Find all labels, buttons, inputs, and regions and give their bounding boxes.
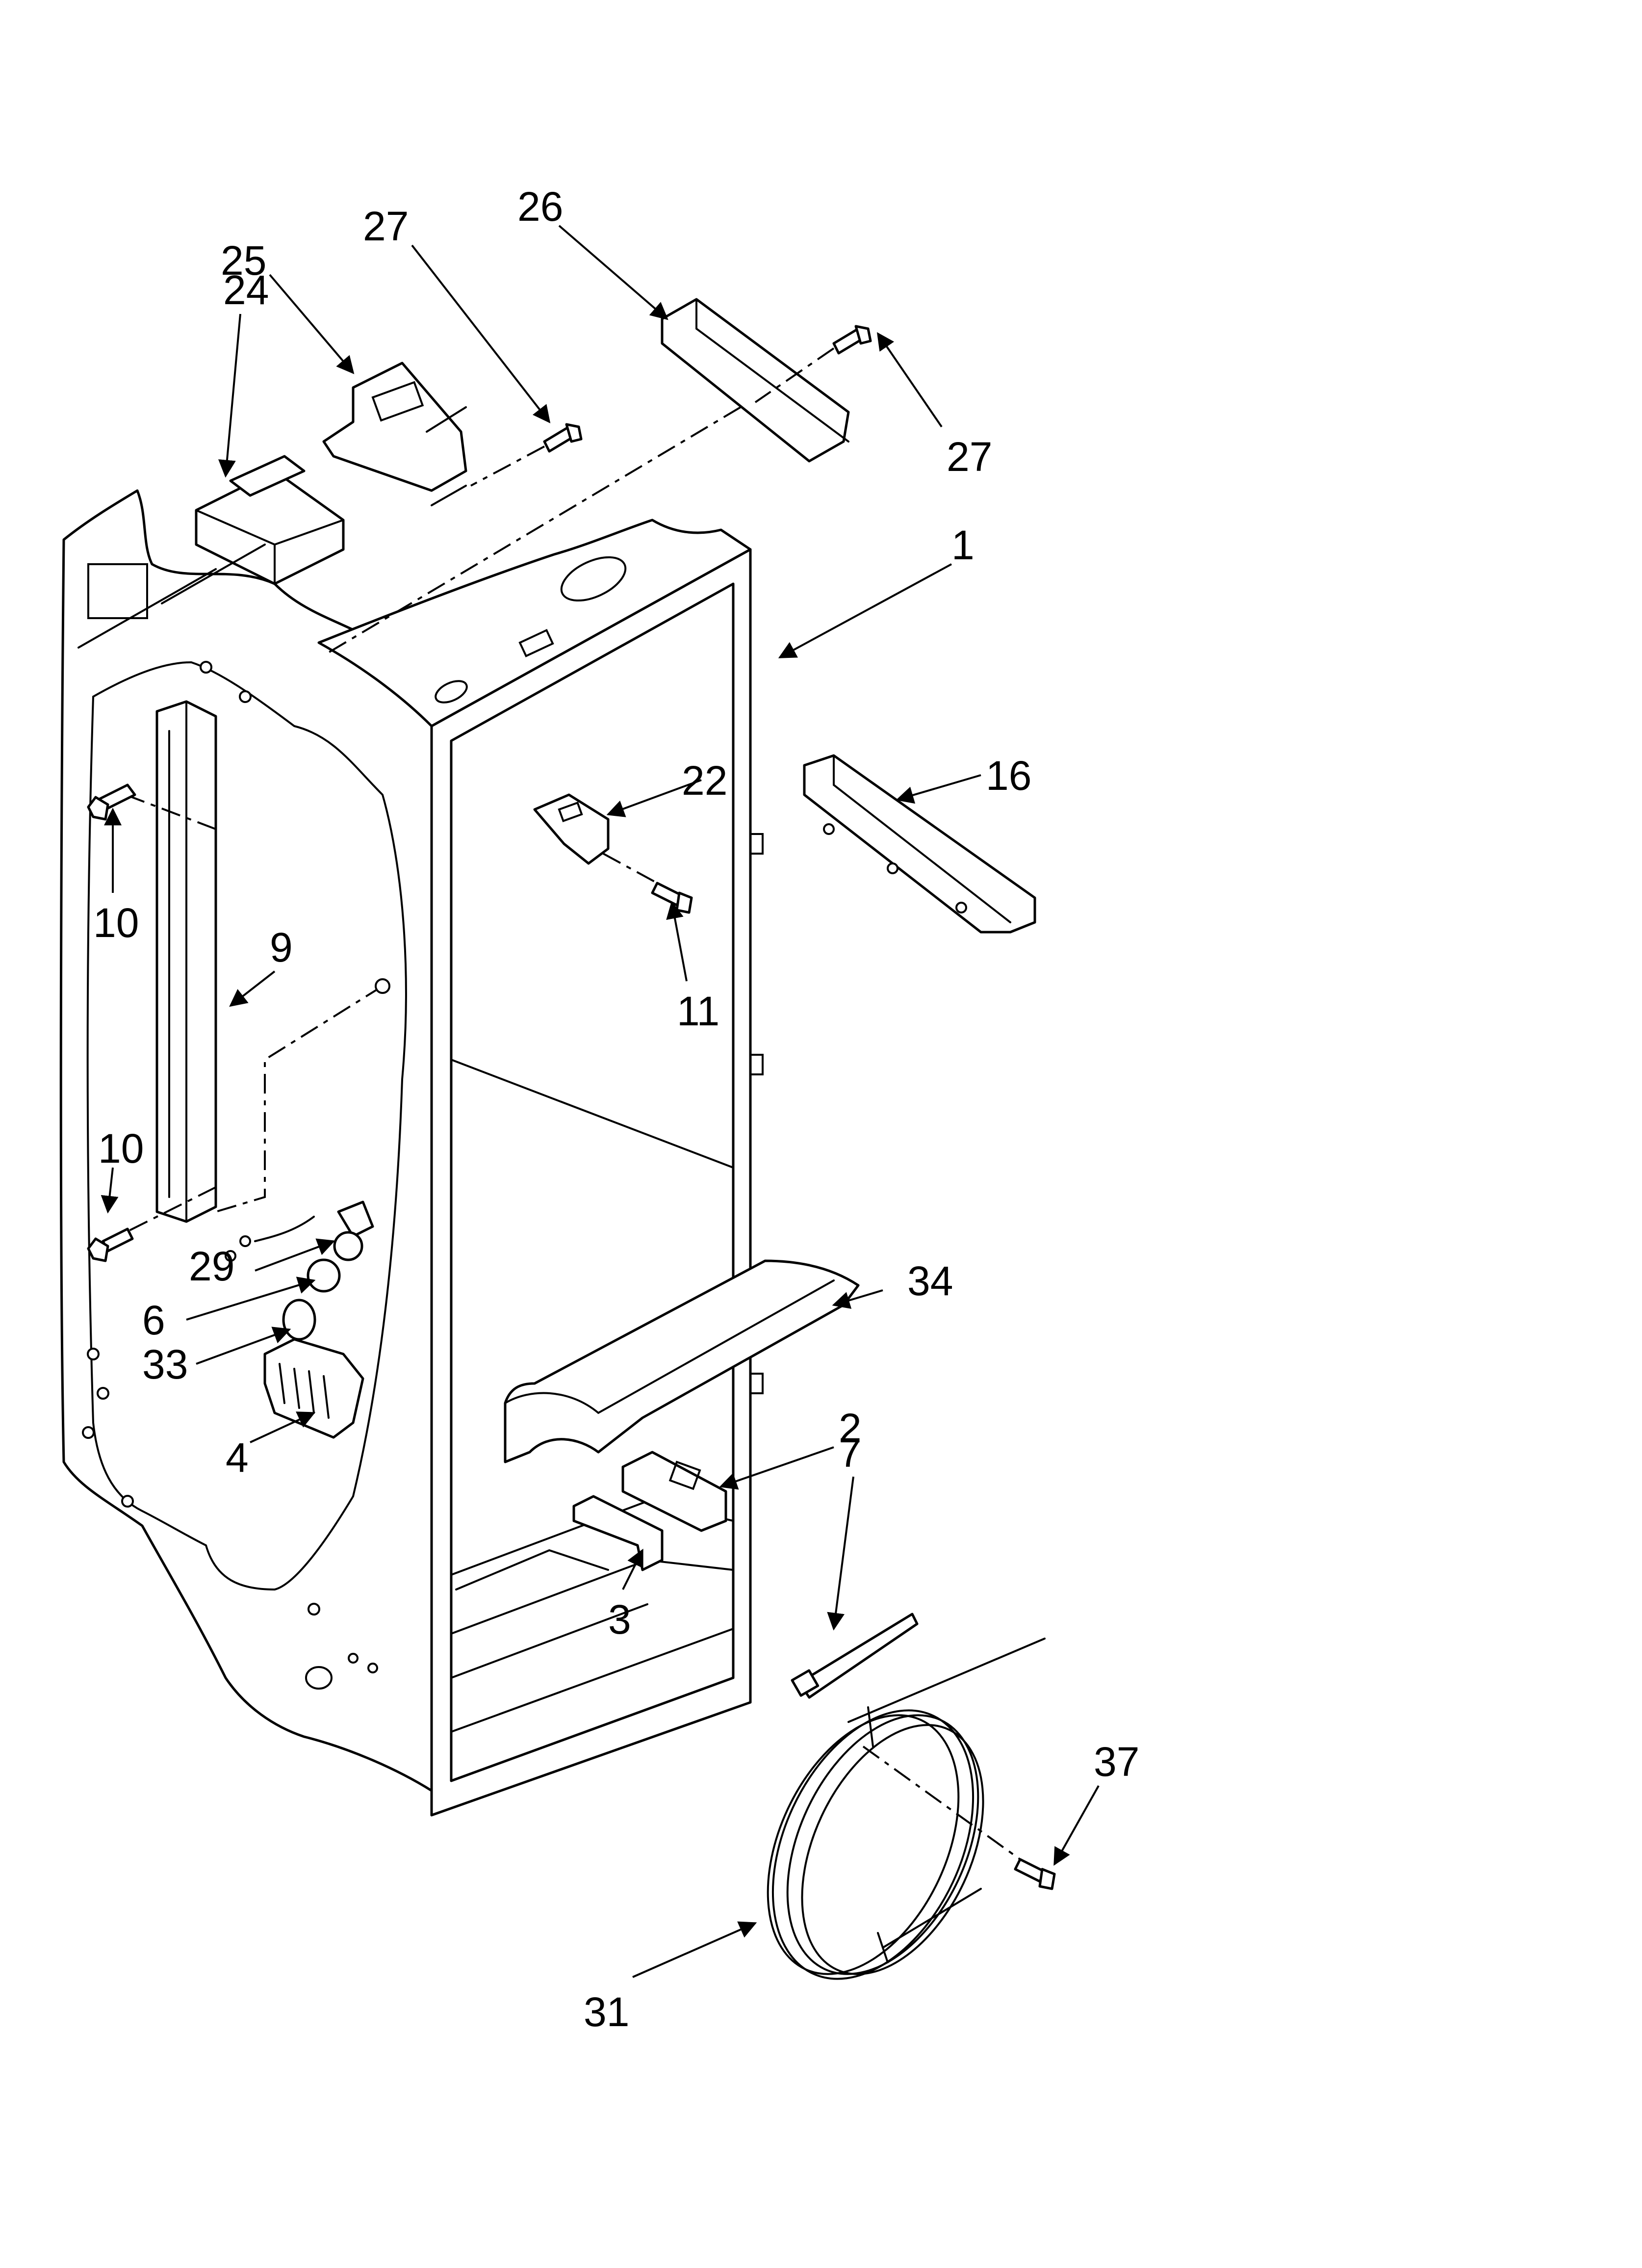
screw-27-right [832,325,872,355]
screw-27-left [470,423,583,487]
cable-tie [791,1613,919,1699]
callout-1: 1 [951,522,975,568]
callout-27-right: 27 [947,434,992,480]
callout-7: 7 [839,1430,862,1476]
callout-27-left: 27 [363,203,409,249]
callout-labels: 1 2 3 4 6 7 9 10 10 11 16 22 24 25 26 27… [93,183,1139,2035]
callout-29: 29 [189,1243,234,1289]
screw-10-upper [87,783,136,821]
light-shield [263,1338,364,1439]
callout-34: 34 [907,1258,953,1304]
control-housing [77,455,345,649]
callout-22: 22 [682,757,727,804]
bracket-22 [533,793,610,865]
callout-31: 31 [584,1989,629,2035]
screw-37 [1014,1858,1056,1890]
callout-9: 9 [270,924,293,970]
callout-24: 24 [223,267,269,313]
callout-25: 25 [221,237,266,284]
screw-10-lower [87,1227,134,1262]
bracket-2 [621,1451,727,1532]
callout-37: 37 [1094,1739,1139,1785]
callout-16: 16 [986,753,1031,799]
shelf-support [803,754,1036,934]
callout-10-lower: 10 [98,1125,144,1172]
callout-4: 4 [226,1434,249,1481]
water-tube-coil [767,1638,1046,1980]
shelf-track [112,700,390,1237]
callout-3: 3 [608,1596,631,1642]
leader-lines [101,225,1100,1978]
lamp-assembly [225,1200,374,1341]
control-bracket [322,362,467,506]
callout-2: 2 [839,1405,862,1451]
top-rail [328,298,850,653]
callout-6: 6 [142,1297,165,1343]
callout-10-upper: 10 [93,900,139,946]
callout-11: 11 [677,988,719,1034]
air-tower-cover [504,1259,860,1463]
callout-26: 26 [517,183,563,230]
callout-33: 33 [142,1341,188,1387]
